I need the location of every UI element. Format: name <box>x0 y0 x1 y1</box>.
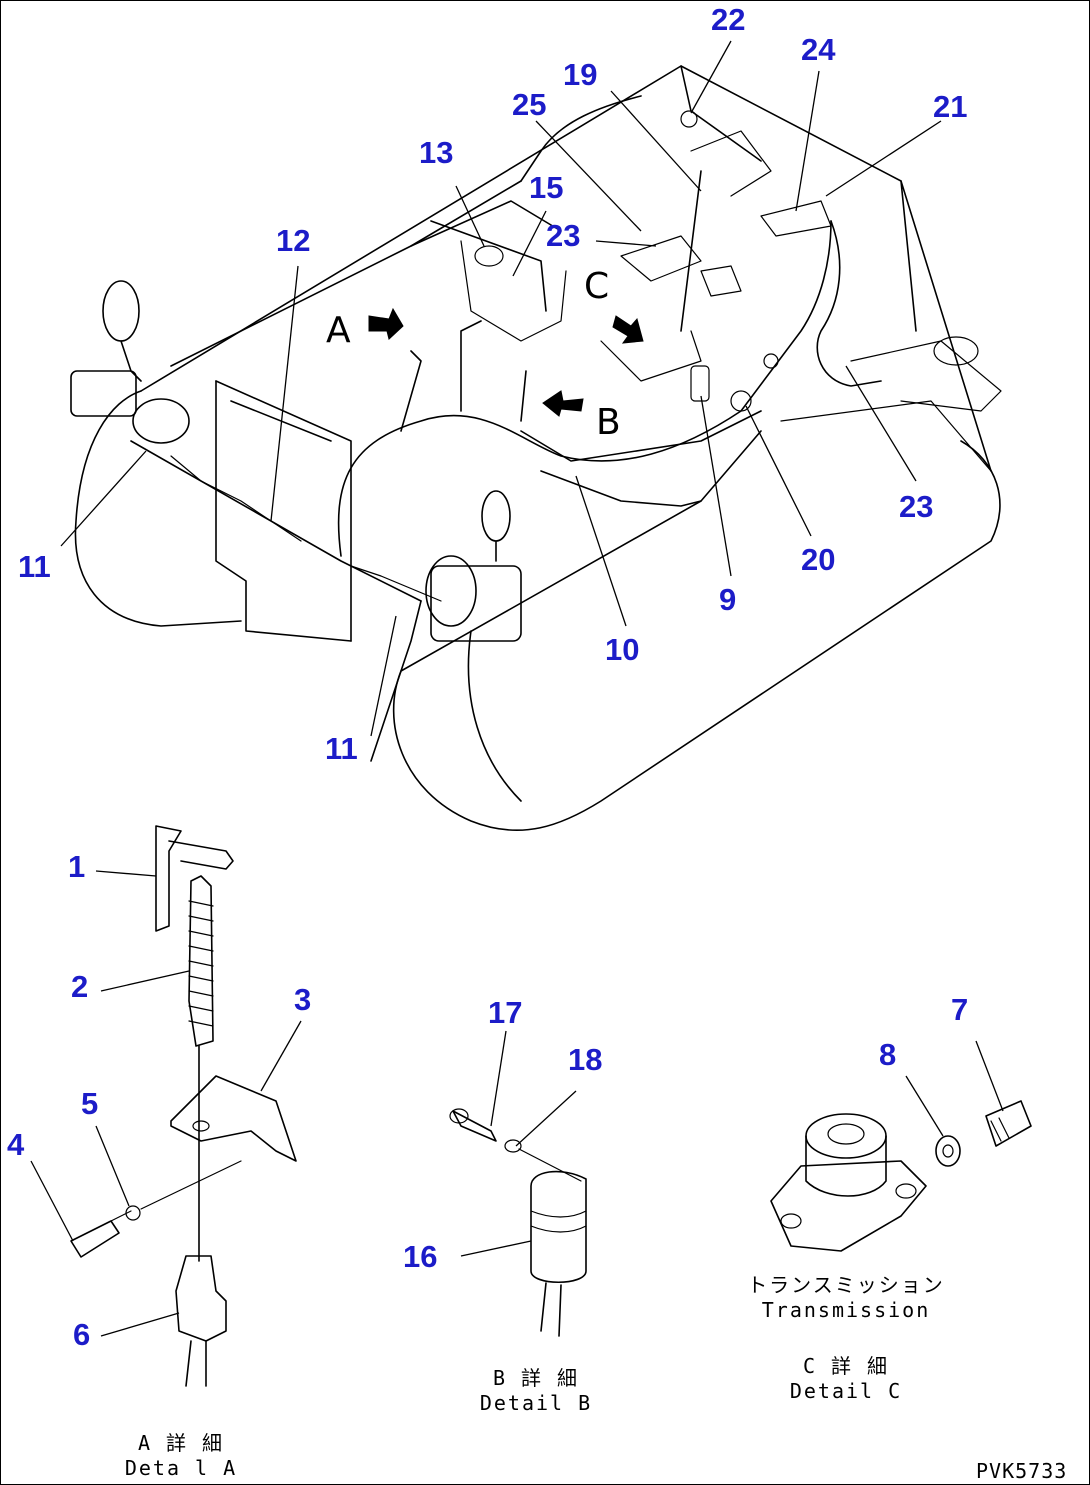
callout-2: 2 <box>71 969 89 1004</box>
callout-9: 9 <box>719 582 737 617</box>
callout-12: 12 <box>276 223 311 258</box>
callout-20: 20 <box>801 542 836 577</box>
callout-6: 6 <box>73 1317 91 1352</box>
detail-c-caption-jp: C 詳 細 <box>802 1354 890 1378</box>
detail-c-parts <box>770 1100 1032 1252</box>
transmission-caption: トランスミッション Transmission <box>746 1273 946 1323</box>
detail-b-caption-jp: B 詳 細 <box>492 1366 580 1390</box>
callout-17: 17 <box>488 995 523 1030</box>
detail-c-caption-en: Detail C <box>789 1379 903 1403</box>
callout-1: 1 <box>68 849 86 884</box>
detail-a-caption-en: Deta l A <box>124 1456 238 1480</box>
transmission-caption-jp: トランスミッション <box>747 1273 945 1297</box>
callout-4: 4 <box>7 1127 25 1162</box>
zone-label-b: B <box>596 402 621 443</box>
detail-b-parts <box>449 1108 587 1337</box>
detail-b-caption-en: Detail B <box>479 1391 593 1415</box>
transmission-caption-en: Transmission <box>761 1298 931 1322</box>
callout-25: 25 <box>512 87 547 122</box>
detail-b-caption: B 詳 細 Detail B <box>466 1366 606 1416</box>
callout-10: 10 <box>605 632 640 667</box>
detail-a-parts <box>70 825 297 1387</box>
callout-3: 3 <box>294 982 312 1017</box>
callout-18: 18 <box>568 1042 603 1077</box>
callout-22: 22 <box>711 2 746 37</box>
leader-lines <box>30 40 1004 1337</box>
zone-label-c: C <box>584 266 610 307</box>
detail-a-caption: A 詳 細 Deta l A <box>111 1431 251 1481</box>
zone-label-a: A <box>326 310 351 351</box>
callout-15: 15 <box>529 170 564 205</box>
callout-5: 5 <box>81 1086 99 1121</box>
callout-8: 8 <box>879 1037 897 1072</box>
callout-16: 16 <box>403 1239 438 1274</box>
callout-21: 21 <box>933 89 968 124</box>
callout-19: 19 <box>563 57 598 92</box>
callout-11-bottom: 11 <box>325 731 358 766</box>
detail-a-caption-jp: A 詳 細 <box>137 1431 225 1455</box>
callout-13: 13 <box>419 135 454 170</box>
detail-c-caption: C 詳 細 Detail C <box>776 1354 916 1404</box>
callout-23-right: 23 <box>899 489 934 524</box>
callout-11-left: 11 <box>18 549 51 584</box>
callout-24: 24 <box>801 32 836 67</box>
callout-23-upper: 23 <box>546 218 581 253</box>
callout-7: 7 <box>951 992 969 1027</box>
drawing-code: PVK5733 <box>976 1459 1068 1483</box>
